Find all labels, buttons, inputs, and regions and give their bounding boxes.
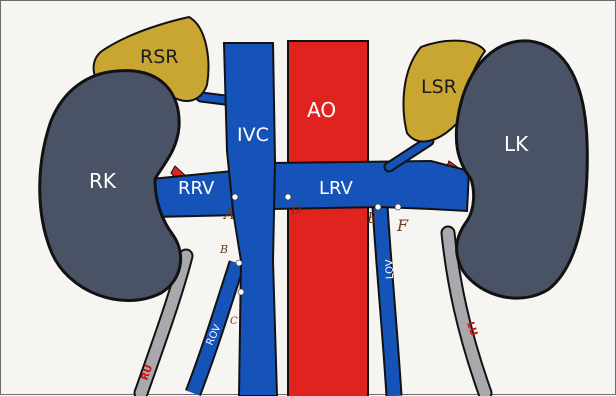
point-d-marker <box>285 194 291 200</box>
point-label-b: B <box>219 243 228 256</box>
label-ao: AO <box>307 98 336 122</box>
point-a-marker <box>232 194 238 200</box>
aorta <box>288 41 368 396</box>
point-f-marker <box>395 204 401 210</box>
label-rrv: RRV <box>178 178 215 199</box>
left-kidney <box>456 41 587 298</box>
label-ivc: IVC <box>237 124 269 146</box>
label-lsr: LSR <box>421 76 457 98</box>
point-label-c: C <box>230 316 238 327</box>
point-label-a: A <box>222 205 235 223</box>
point-b-marker <box>236 260 242 266</box>
point-c-marker <box>238 289 244 295</box>
point-label-e: E <box>366 209 378 227</box>
label-rsr: RSR <box>140 46 178 68</box>
point-label-f: F <box>396 216 409 235</box>
point-label-d: D <box>290 203 302 218</box>
label-rk: RK <box>89 169 117 193</box>
label-lrv: LRV <box>319 178 354 199</box>
label-lov: LOV <box>384 259 396 279</box>
label-lk: LK <box>504 132 529 156</box>
